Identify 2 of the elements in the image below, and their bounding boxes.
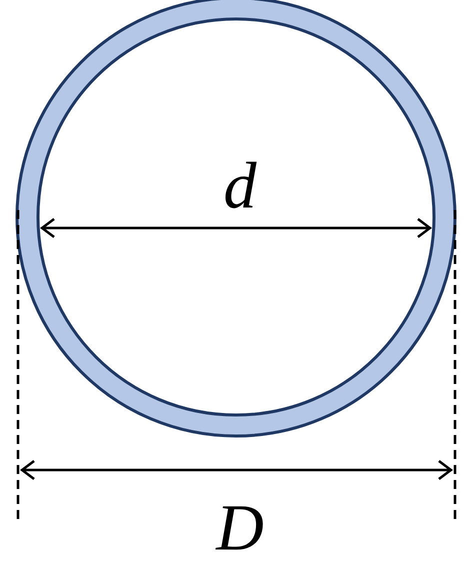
dimension-label: d: [226, 162, 257, 208]
dimension-label: D: [215, 506, 263, 550]
